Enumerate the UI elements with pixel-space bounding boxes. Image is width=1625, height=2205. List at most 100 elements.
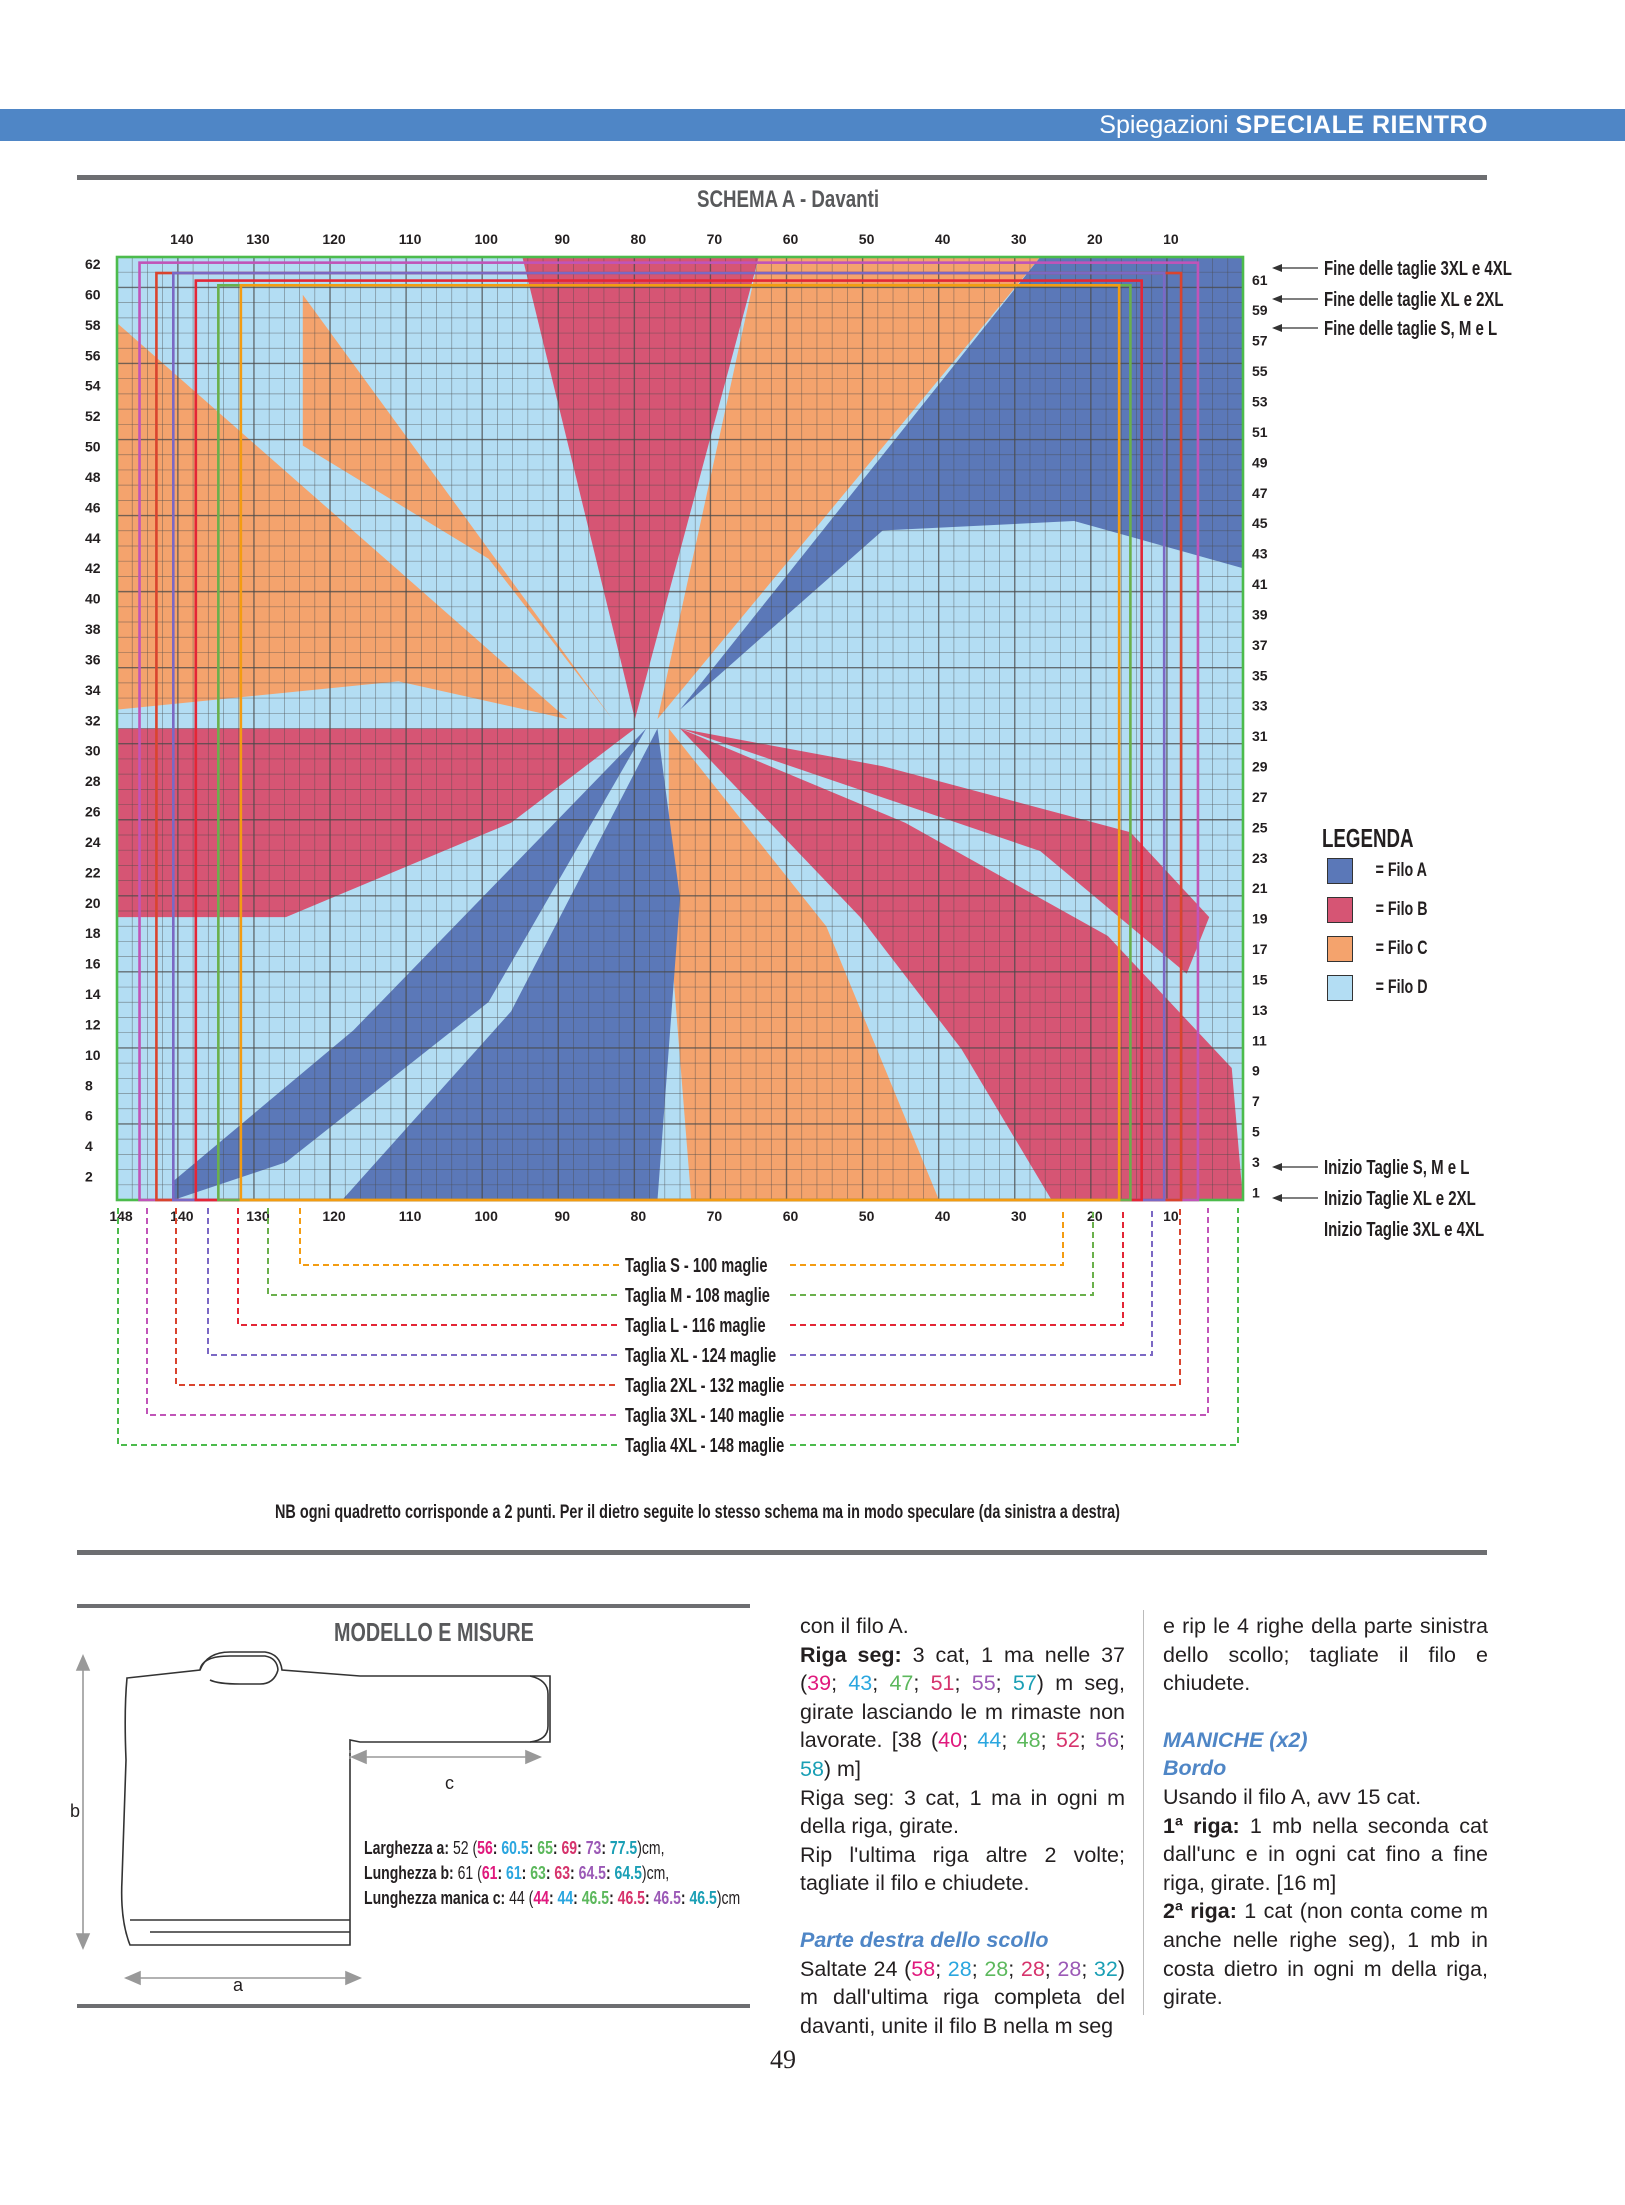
label-b: b: [70, 1801, 80, 1821]
right-axis-label: 41: [1252, 576, 1268, 592]
left-axis-label: 34: [85, 682, 101, 698]
left-axis-label: 24: [85, 834, 101, 850]
left-axis-label: 20: [85, 895, 101, 911]
mid-rule: [77, 1550, 1487, 1555]
bottom-axis-label: 40: [935, 1208, 951, 1224]
chart-color-sector: [117, 323, 568, 720]
section-header: Spiegazioni SPECIALE RIENTRO: [1099, 111, 1488, 139]
left-axis-label: 50: [85, 439, 101, 455]
measure-sleeve: Lunghezza manica c: 44 (44: 44: 46.5: 46…: [364, 1888, 741, 1908]
chart-color-sector: [668, 728, 939, 1200]
measure-value: 56: [477, 1838, 493, 1858]
size-bracket-left: [267, 1208, 619, 1296]
size-value: 28: [984, 1956, 1009, 1981]
measure-label: Larghezza a:: [364, 1838, 450, 1858]
label-c: c: [445, 1773, 454, 1793]
left-axis-label: 46: [85, 499, 101, 515]
right-axis-label: 39: [1252, 606, 1268, 622]
top-axis-label: 70: [707, 231, 723, 247]
left-axis-label: 42: [85, 560, 101, 576]
legend-swatch: [1327, 858, 1353, 884]
schema-title: SCHEMA A - Davanti: [697, 186, 880, 213]
text-run: 3 cat, 1 ma nelle 37 (: [800, 1642, 1125, 1696]
right-axis-label: 7: [1252, 1093, 1260, 1109]
end-note: Fine delle taglie XL e 2XL: [1324, 288, 1504, 311]
bottom-axis-label: 140: [170, 1208, 194, 1224]
note-arrow-head: [1272, 324, 1282, 332]
measure-end: )cm,: [637, 1838, 665, 1858]
row-label: 2ª riga:: [1163, 1899, 1237, 1924]
size-bracket-right: [790, 1208, 1209, 1416]
left-axis-label: 38: [85, 621, 101, 637]
right-axis-label: 59: [1252, 302, 1268, 318]
left-axis-label: 22: [85, 864, 101, 880]
left-axis-label: 58: [85, 317, 101, 333]
measure-label: Lunghezza manica c:: [364, 1888, 506, 1908]
right-axis-label: 27: [1252, 789, 1268, 805]
right-axis-label: 3: [1252, 1154, 1260, 1170]
size-bracket-right: [790, 1208, 1153, 1356]
measure-value: 46.5: [653, 1888, 681, 1908]
right-axis-label: 45: [1252, 515, 1268, 531]
size-label: Taglia 4XL - 148 maglie: [625, 1434, 784, 1457]
right-axis-label: 29: [1252, 759, 1268, 775]
header-bar: [0, 109, 1625, 141]
size-value: 47: [889, 1671, 914, 1696]
label-a: a: [233, 1975, 244, 1995]
top-axis-label: 50: [859, 231, 875, 247]
size-bracket-right: [790, 1208, 1064, 1266]
legend-label: = Filo C: [1375, 938, 1428, 959]
note-arrow-head: [1272, 264, 1282, 272]
left-axis-label: 44: [85, 530, 101, 546]
legend-label: = Filo B: [1375, 899, 1428, 920]
bottom-axis-label: 80: [631, 1208, 647, 1224]
size-value: 51: [930, 1671, 955, 1696]
size-bracket-left: [117, 1208, 619, 1446]
chart-color-sector: [680, 257, 1243, 710]
size-value: 57: [1012, 1671, 1037, 1696]
end-note: Fine delle taglie 3XL e 4XL: [1324, 257, 1512, 280]
text-column-1: con il filo A. Riga seg: 3 cat, 1 ma nel…: [800, 1612, 1125, 2040]
right-axis-label: 49: [1252, 454, 1268, 470]
garment-diagram: b a c: [70, 1651, 551, 1995]
size-label: Taglia XL - 124 maglie: [625, 1344, 776, 1367]
right-axis-label: 23: [1252, 850, 1268, 866]
chart-color-sector: [680, 728, 1243, 1200]
measure-value: 61: [506, 1863, 522, 1883]
text-column-2: e rip le 4 righe della parte sinistra de…: [1163, 1612, 1488, 2012]
right-axis-label: 31: [1252, 728, 1268, 744]
left-axis-label: 16: [85, 956, 101, 972]
size-label: Taglia S - 100 maglie: [625, 1254, 768, 1277]
right-axis-label: 13: [1252, 1002, 1268, 1018]
left-axis-label: 40: [85, 591, 101, 607]
right-axis-label: 5: [1252, 1124, 1260, 1140]
end-note: Fine delle taglie S, M e L: [1324, 317, 1497, 340]
top-rule: [77, 175, 1487, 180]
top-axis-label: 100: [475, 231, 499, 247]
right-axis-label: 25: [1252, 819, 1268, 835]
right-axis-label: 21: [1252, 880, 1268, 896]
left-axis-label: 32: [85, 712, 101, 728]
note-arrow-head: [1272, 1194, 1282, 1202]
left-axis-label: 6: [85, 1108, 93, 1124]
left-axis-label: 52: [85, 408, 101, 424]
size-bracket-right: [790, 1208, 1239, 1446]
left-axis-label: 36: [85, 651, 101, 667]
size-outline: [239, 283, 1121, 1202]
left-axis-label: 60: [85, 286, 101, 302]
size-value: 44: [977, 1728, 1002, 1753]
size-value: 56: [1095, 1728, 1120, 1753]
measure-value: 65: [537, 1838, 553, 1858]
left-axis-label: 12: [85, 1016, 101, 1032]
legend-label: = Filo A: [1375, 860, 1427, 881]
size-bracket-right: [790, 1208, 1181, 1386]
bottom-axis-label: 120: [322, 1208, 346, 1224]
top-axis-label: 20: [1087, 231, 1103, 247]
top-axis-label: 120: [322, 231, 346, 247]
size-value: 28: [1020, 1956, 1045, 1981]
paragraph: 1ª riga: 1 mb nella seconda cat dall'unc…: [1163, 1812, 1488, 1898]
left-axis-label: 14: [85, 986, 101, 1002]
measure-value: 64.5: [614, 1863, 642, 1883]
right-axis-label: 9: [1252, 1063, 1260, 1079]
measure-end: )cm: [716, 1888, 741, 1908]
